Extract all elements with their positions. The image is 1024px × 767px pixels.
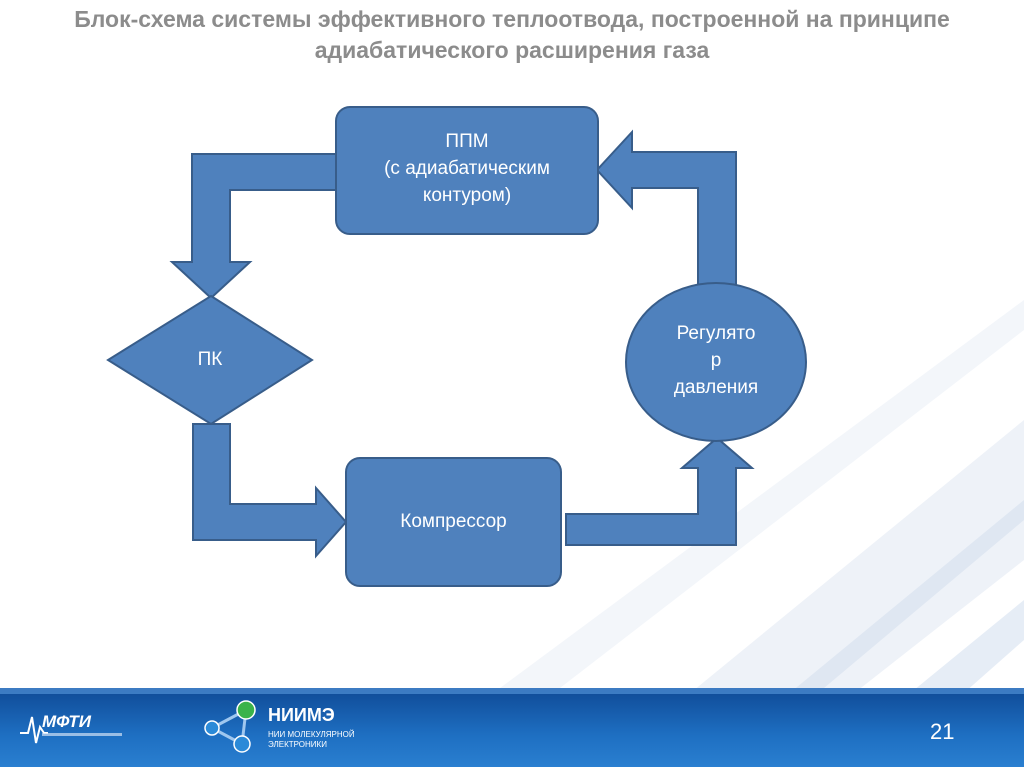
regulator-label-line3: давления bbox=[673, 377, 759, 398]
arrow-regulator-to-ppm bbox=[595, 129, 737, 286]
niime-molecule-icon bbox=[204, 700, 256, 753]
footer-bar bbox=[0, 688, 1024, 767]
flow-diagram bbox=[106, 106, 807, 587]
niime-subtitle-line2: ЭЛЕКТРОНИКИ bbox=[268, 740, 327, 749]
niime-subtitle-line1: НИИ МОЛЕКУЛЯРНОЙ bbox=[268, 730, 355, 739]
slide-title: Блок-схема системы эффективного теплоотв… bbox=[20, 4, 1004, 66]
title-line-1: Блок-схема системы эффективного теплоотв… bbox=[74, 6, 950, 32]
regulator-label: Регулято р давления bbox=[640, 320, 792, 401]
ppm-label-line3: контуром) bbox=[422, 185, 512, 206]
arrow-compressor-to-regulator bbox=[565, 436, 755, 546]
footer-stripe bbox=[0, 688, 1024, 694]
arrow-ppm-to-pk bbox=[169, 153, 341, 300]
pk-diamond bbox=[106, 294, 314, 426]
mipt-logo-text: МФТИ bbox=[42, 712, 91, 731]
arrow-pk-to-compressor bbox=[192, 423, 348, 559]
pk-label: ПК bbox=[197, 349, 223, 370]
compressor-box bbox=[345, 457, 562, 587]
niime-subtitle: НИИ МОЛЕКУЛЯРНОЙ ЭЛЕКТРОНИКИ bbox=[268, 730, 378, 750]
ppm-label-line2: (с адиабатическим bbox=[384, 158, 550, 179]
niime-title: НИИМЭ bbox=[268, 705, 335, 725]
ppm-box bbox=[335, 106, 599, 235]
ppm-label-line1: ППМ bbox=[445, 131, 489, 152]
mipt-logo-underline bbox=[42, 733, 122, 736]
regulator-label-line2: р bbox=[710, 350, 722, 371]
compressor-label: Компрессор bbox=[400, 511, 507, 532]
ppm-label: ППМ (с адиабатическим контуром) bbox=[336, 128, 598, 209]
regulator-ellipse bbox=[625, 282, 807, 442]
regulator-label-line1: Регулято bbox=[676, 323, 756, 344]
page-number: 21 bbox=[930, 719, 955, 744]
title-line-2: адиабатического расширения газа bbox=[314, 37, 710, 63]
